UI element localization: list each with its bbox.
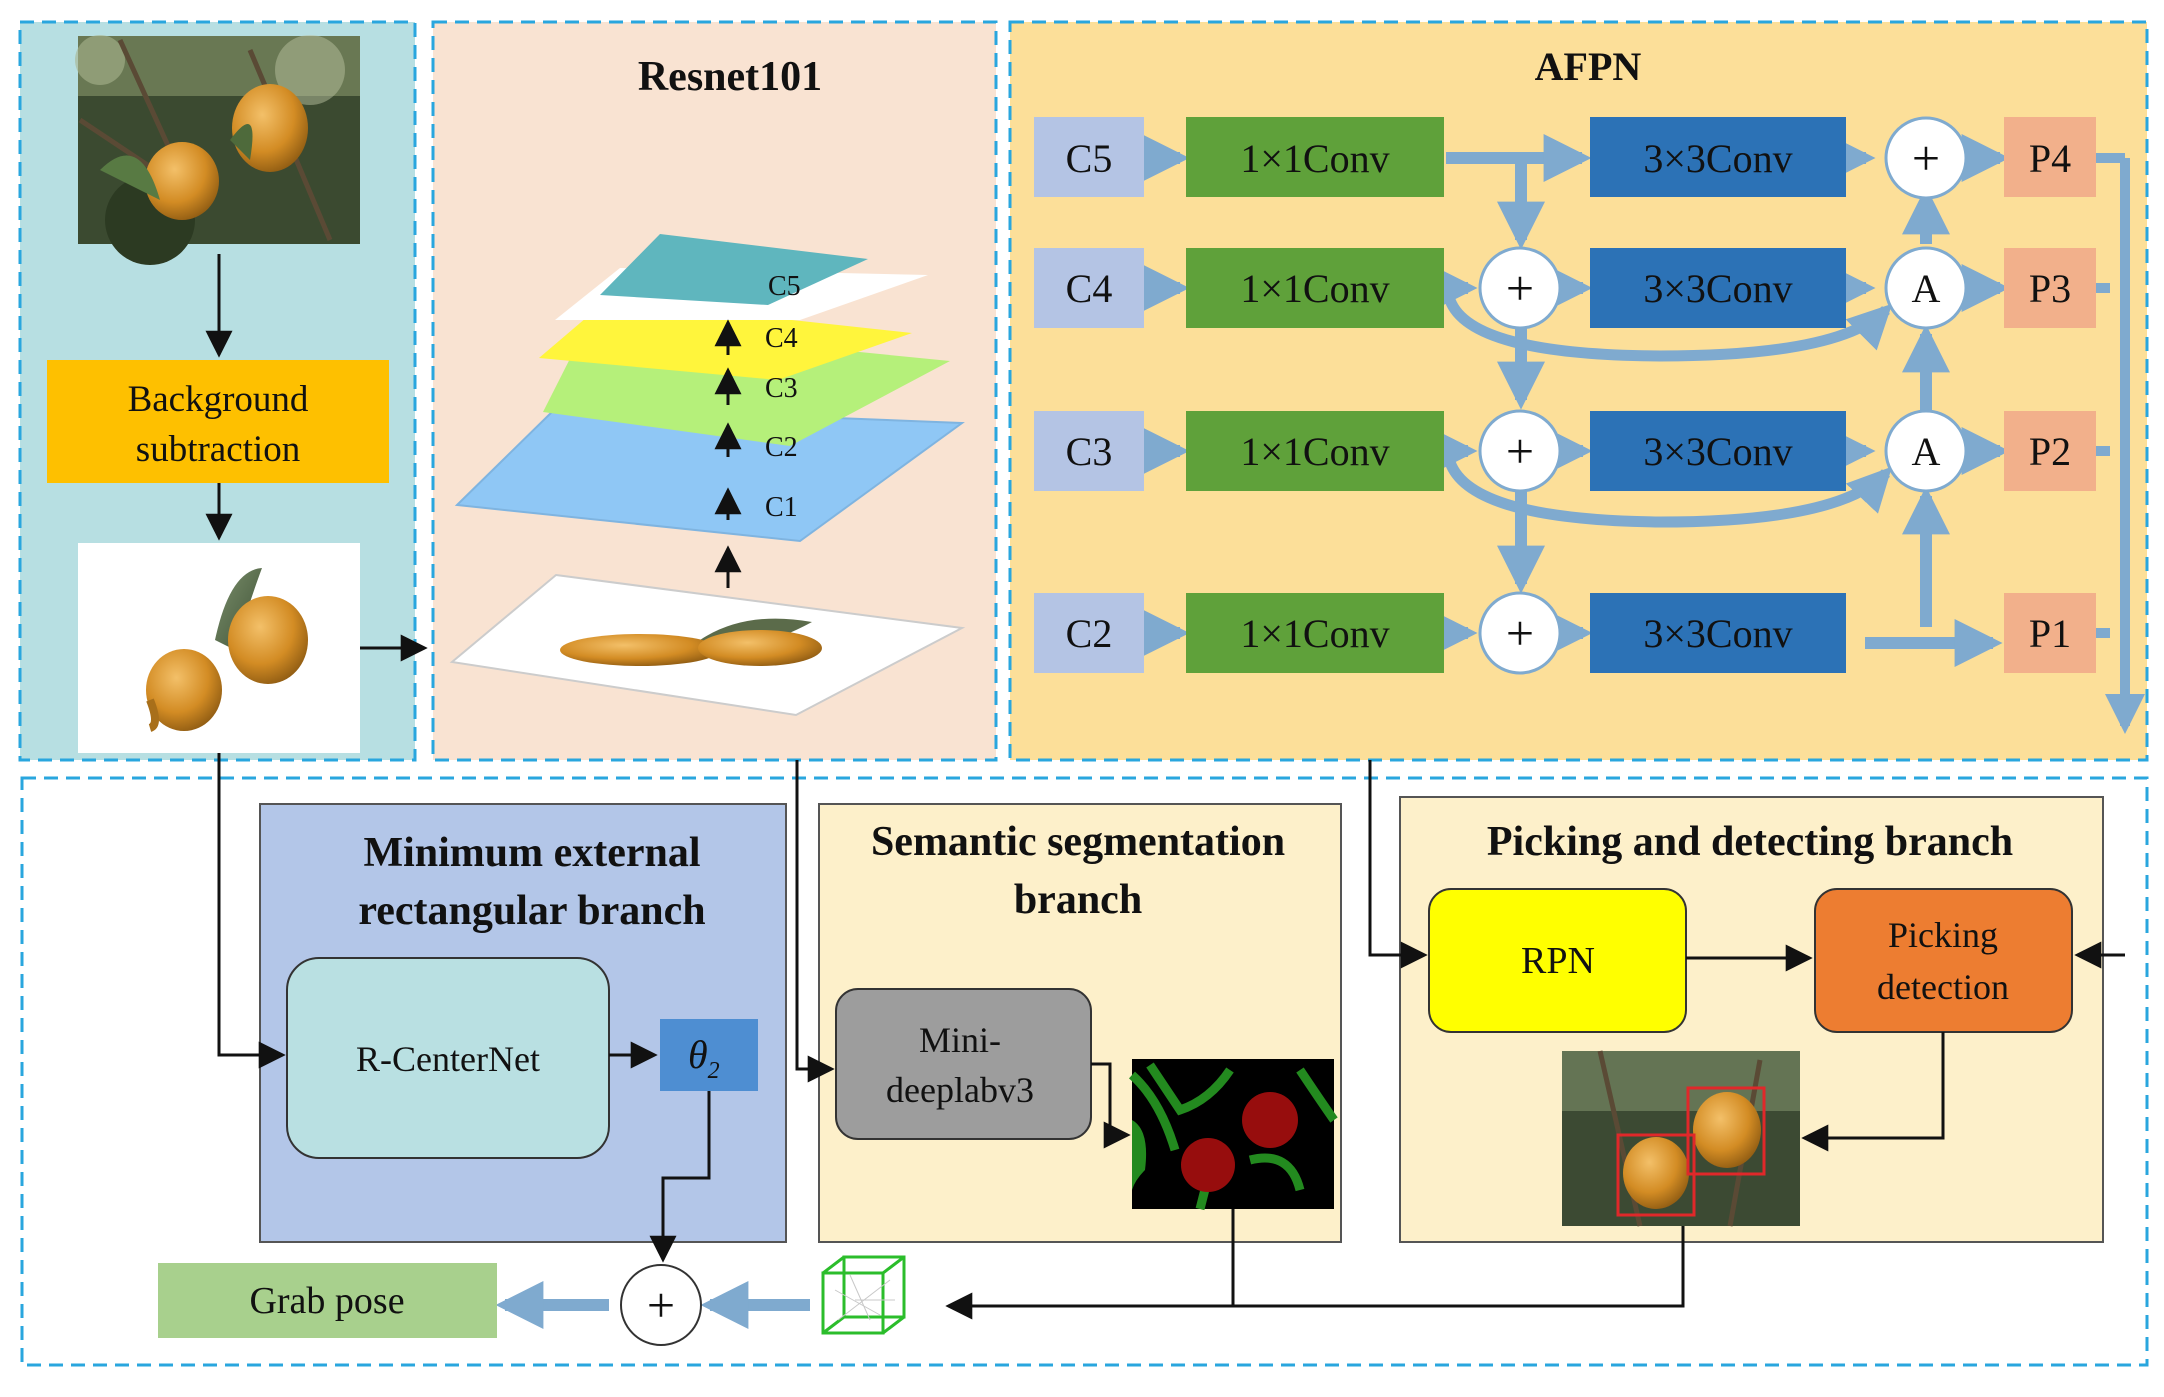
afpn-input-c5-label: C5 (1066, 136, 1113, 181)
detection-result-image (1562, 1050, 1800, 1227)
panel-afpn (1008, 20, 2149, 762)
layer-c2-label: C2 (765, 432, 798, 463)
svg-text:3×3Conv: 3×3Conv (1643, 266, 1792, 311)
svg-text:A: A (1912, 266, 1941, 311)
rpn-box: RPN (1428, 888, 1687, 1033)
conv1x1-row2: 1×1Conv (1186, 248, 1444, 328)
svg-text:+: + (1506, 605, 1534, 661)
grab-pose-label: Grab pose (249, 1280, 404, 1322)
layer-c3-label: C3 (765, 373, 798, 404)
rpn-label: RPN (1521, 940, 1595, 982)
mini-deeplabv3-label: Mini-deeplabv3 (886, 1020, 1034, 1110)
afpn-output-p4: P4 (2004, 117, 2096, 197)
svg-text:+: + (647, 1277, 675, 1333)
conv1x1-row4: 1×1Conv (1186, 593, 1444, 673)
detection-to-image-arrow (1801, 1032, 1945, 1152)
svg-text:θ2: θ2 (688, 1032, 720, 1084)
afpn-input-c5: C5 (1034, 117, 1144, 197)
conv1x1-row3: 1×1Conv (1186, 411, 1444, 491)
conv3x3-row4: 3×3Conv (1590, 593, 1846, 673)
theta-symbol: θ (688, 1032, 708, 1077)
svg-text:P4: P4 (2029, 136, 2071, 181)
deeplab-to-mask-arrow (1091, 1062, 1131, 1149)
svg-text:P3: P3 (2029, 266, 2071, 311)
grab-pose-box: Grab pose (158, 1263, 497, 1338)
afpn-input-c2-label: C2 (1066, 611, 1113, 656)
svg-text:A: A (1912, 429, 1941, 474)
attention-node-row3: A (1884, 409, 1968, 493)
afpn-input-c2: C2 (1034, 593, 1144, 673)
segmented-oranges-photo (78, 543, 360, 753)
svg-text:3×3Conv: 3×3Conv (1643, 611, 1792, 656)
theta-box: θ2 (660, 1019, 758, 1091)
afpn-input-c4: C4 (1034, 248, 1144, 328)
r-centernet-box: R-CenterNet (286, 957, 610, 1159)
afpn-input-c4-label: C4 (1066, 266, 1113, 311)
mini-deeplabv3-box: Mini-deeplabv3 (835, 988, 1092, 1140)
svg-text:P2: P2 (2029, 429, 2071, 474)
layer-c1-label: C1 (765, 492, 798, 523)
resnet-to-deeplab-arrow (795, 760, 835, 1083)
attention-node-row2: A (1884, 246, 1968, 330)
svg-text:1×1Conv: 1×1Conv (1240, 611, 1389, 656)
svg-text:3×3Conv: 3×3Conv (1643, 136, 1792, 181)
afpn-input-c3-label: C3 (1066, 429, 1113, 474)
detection-bbox-2 (1616, 1133, 1696, 1217)
svg-text:+: + (1912, 130, 1940, 186)
svg-text:1×1Conv: 1×1Conv (1240, 266, 1389, 311)
fusion-plus-node: + (620, 1264, 702, 1346)
resnet-title: Resnet101 (638, 54, 822, 100)
afpn-output-p2: P2 (2004, 411, 2096, 491)
conv3x3-row2: 3×3Conv (1590, 248, 1846, 328)
input-photo (75, 35, 360, 265)
detection-merge-arrow (945, 1226, 1685, 1320)
theta-to-plus-arrow (649, 1091, 711, 1263)
layer-c5-plane (600, 234, 868, 305)
input-oranges-plane (560, 618, 822, 666)
afpn-input-c3: C3 (1034, 411, 1144, 491)
layer-c4-label: C4 (765, 323, 798, 354)
svg-text:+: + (1506, 260, 1534, 316)
conv1x1-row1: 1×1Conv (1186, 117, 1444, 197)
afpn-title: AFPN (1535, 44, 1642, 89)
point-cloud-cube-icon (821, 1255, 906, 1335)
bottomup-plus-row1: + (1884, 116, 1968, 200)
afpn-output-p1: P1 (2004, 593, 2096, 673)
segmentation-mask-image (1128, 1059, 1338, 1211)
topdown-plus-row4: + (1478, 591, 1562, 675)
r-centernet-label: R-CenterNet (356, 1039, 540, 1079)
afpn-to-rpn-arrow (1368, 760, 1428, 969)
layer-c5-label: C5 (768, 271, 801, 302)
theta-subscript: 2 (708, 1058, 720, 1084)
conv3x3-row3: 3×3Conv (1590, 411, 1846, 491)
picking-branch-title: Picking and detecting branch (1487, 819, 2013, 865)
svg-text:1×1Conv: 1×1Conv (1240, 136, 1389, 181)
svg-text:1×1Conv: 1×1Conv (1240, 429, 1389, 474)
afpn-output-p3: P3 (2004, 248, 2096, 328)
detection-bbox-1 (1686, 1086, 1766, 1176)
preprocess-to-centernet-arrow (217, 753, 286, 1069)
topdown-plus-row2: + (1478, 246, 1562, 330)
svg-text:P1: P1 (2029, 611, 2071, 656)
afpn-connectors (1141, 134, 2145, 734)
svg-text:+: + (1506, 423, 1534, 479)
topdown-plus-row3: + (1478, 409, 1562, 493)
svg-text:3×3Conv: 3×3Conv (1643, 429, 1792, 474)
conv3x3-row1: 3×3Conv (1590, 117, 1846, 197)
resnet-feature-pyramid (449, 234, 966, 717)
